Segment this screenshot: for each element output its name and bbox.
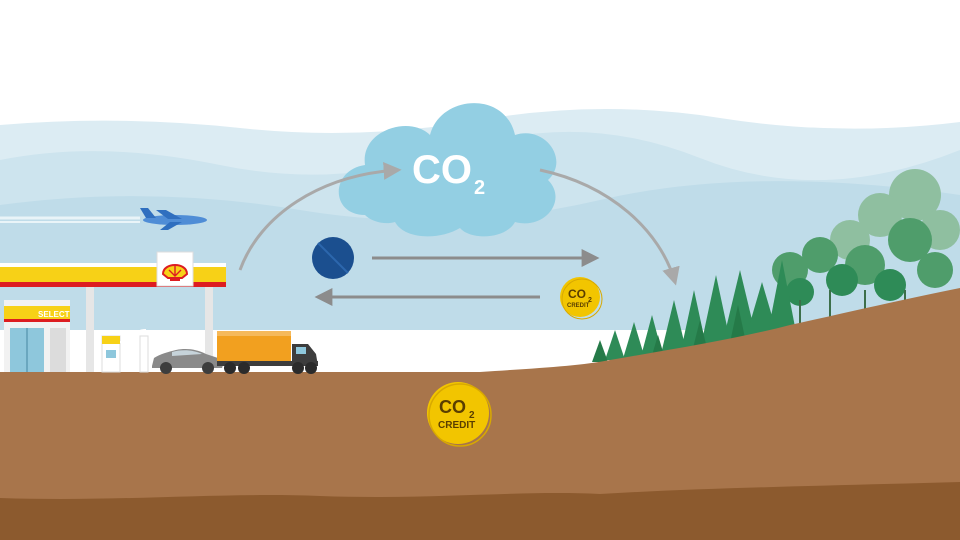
credit-coin-small: CO 2 CREDIT [560, 277, 603, 320]
large-coin-co2-label: CO [439, 397, 466, 417]
shell-station: SELECT [0, 251, 226, 373]
car [152, 349, 223, 374]
small-coin-subscript: 2 [588, 297, 592, 304]
blue-coin [312, 237, 354, 279]
truck [217, 331, 318, 374]
large-coin-caption: CREDIT [438, 420, 475, 431]
shell-logo [156, 251, 194, 287]
shop-select-label: SELECT [38, 310, 70, 319]
credit-coin-large: CO 2 CREDIT [427, 382, 492, 447]
fuel-pump [101, 329, 149, 373]
small-coin-co2-label: CO [568, 287, 586, 301]
emission-arrow [238, 161, 402, 271]
cloud-co2-subscript: 2 [474, 177, 485, 199]
absorption-arrow [539, 168, 680, 286]
large-coin-subscript: 2 [469, 410, 475, 421]
small-coin-caption: CREDIT [567, 303, 590, 309]
cloud-co2-label: CO [412, 148, 472, 192]
co2-cloud: CO 2 [338, 103, 557, 237]
airplane [0, 208, 207, 230]
forest [592, 169, 960, 362]
